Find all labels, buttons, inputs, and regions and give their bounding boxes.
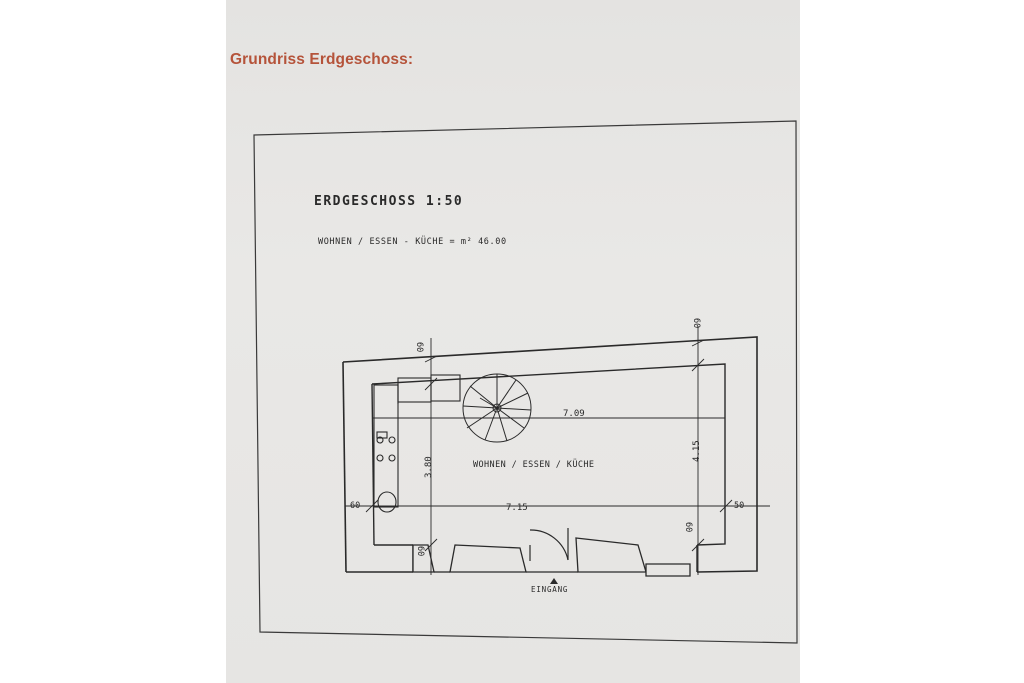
dim-right-wall: 50 (734, 501, 744, 511)
entrance-arrow (550, 578, 558, 584)
dim-outer-width: 7.15 (506, 503, 528, 513)
area-note: WOHNEN / ESSEN - KÜCHE = m² 46.00 (318, 236, 507, 247)
entrance-door (529, 528, 569, 561)
dim-inner-depth-right: 4.15 (692, 440, 702, 462)
kitchen-counter (373, 374, 461, 513)
dim-top-left-wall: 60 (414, 342, 424, 352)
dim-inner-width: 7.09 (563, 409, 585, 419)
dim-inner-depth-left: 3.80 (424, 456, 434, 478)
dimension-lines (345, 326, 770, 575)
plan-heading: ERDGESCHOSS 1:50 (314, 194, 463, 209)
dim-bottom-right-wall: 60 (683, 522, 693, 532)
dim-left-wall: 60 (350, 501, 360, 511)
dim-bottom-left-wall: 60 (415, 546, 425, 556)
dim-top-right-wall: 60 (691, 318, 701, 328)
room-label: WOHNEN / ESSEN / KÜCHE (473, 459, 594, 470)
bottom-wall-openings (412, 537, 691, 577)
spiral-staircase (462, 373, 532, 443)
page-title: Grundriss Erdgeschoss: (230, 51, 414, 68)
entrance-label: EINGANG (531, 585, 568, 594)
drawing-frame (253, 120, 798, 644)
outer-walls (342, 336, 758, 573)
